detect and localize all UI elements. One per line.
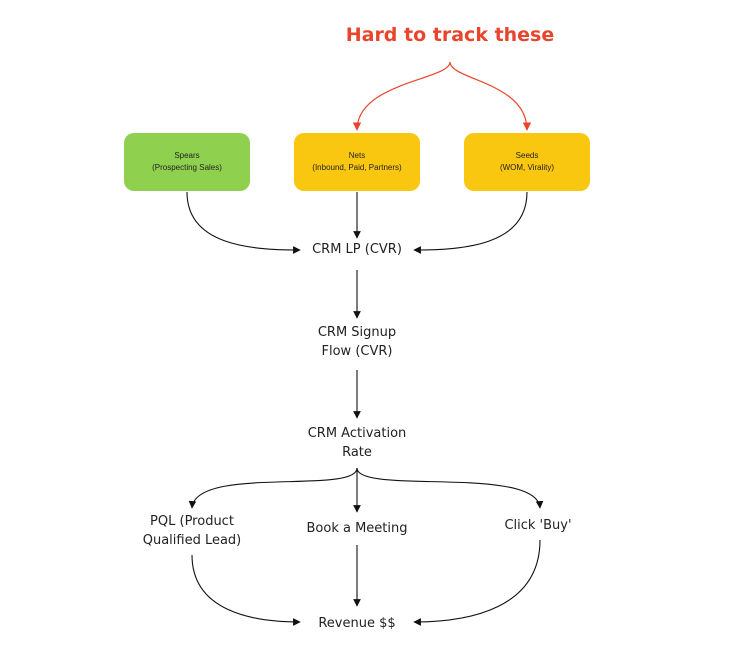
click-buy-label: Click 'Buy' — [504, 518, 572, 533]
nets-label: Nets — [348, 151, 366, 160]
spears-sublabel: (Prospecting Sales) — [152, 163, 222, 172]
seeds-label: Seeds — [515, 151, 539, 160]
seeds-sublabel: (WOM, Virality) — [499, 163, 555, 172]
seeds-to-crm-lp-arrow — [413, 191, 528, 254]
crm-signup-label-line2: Flow (CVR) — [321, 344, 393, 359]
revenue-label: Revenue $$ — [318, 616, 396, 631]
crm-signup-label-line1: CRM Signup — [317, 325, 397, 340]
crm-activation-node: CRM Activation Rate — [277, 424, 437, 462]
crm-activation-label-line1: CRM Activation — [307, 426, 407, 441]
revenue-node: Revenue $$ — [277, 614, 437, 633]
spears-label: Spears — [174, 151, 200, 160]
pql-to-revenue-arrow — [191, 554, 301, 626]
title-to-nets-arrow — [352, 61, 451, 131]
crm-lp-node: CRM LP (CVR) — [277, 240, 437, 259]
spears-box: Spears (Prospecting Sales) — [124, 133, 250, 191]
book-meeting-label: Book a Meeting — [306, 521, 408, 536]
buy-to-revenue-arrow — [413, 539, 541, 626]
title-to-seeds-arrow — [449, 61, 532, 131]
pql-node: PQL (Product Qualified Lead) — [122, 512, 262, 550]
diagram-title: Hard to track these — [345, 24, 555, 46]
click-buy-node: Click 'Buy' — [478, 516, 598, 535]
pql-label-line2: Qualified Lead) — [142, 533, 242, 548]
crm-lp-label: CRM LP (CVR) — [312, 242, 402, 257]
activation-to-pql-arrow — [188, 467, 358, 509]
seeds-box: Seeds (WOM, Virality) — [464, 133, 590, 191]
book-meeting-node: Book a Meeting — [282, 519, 432, 538]
spears-to-crm-lp-arrow — [186, 191, 301, 254]
crm-activation-label-line2: Rate — [342, 445, 372, 460]
nets-sublabel: (Inbound, Paid, Partners) — [312, 163, 402, 172]
activation-to-buy-arrow — [356, 467, 544, 509]
nets-box: Nets (Inbound, Paid, Partners) — [294, 133, 420, 191]
crm-signup-node: CRM Signup Flow (CVR) — [277, 323, 437, 361]
pql-label-line1: PQL (Product — [150, 514, 234, 529]
